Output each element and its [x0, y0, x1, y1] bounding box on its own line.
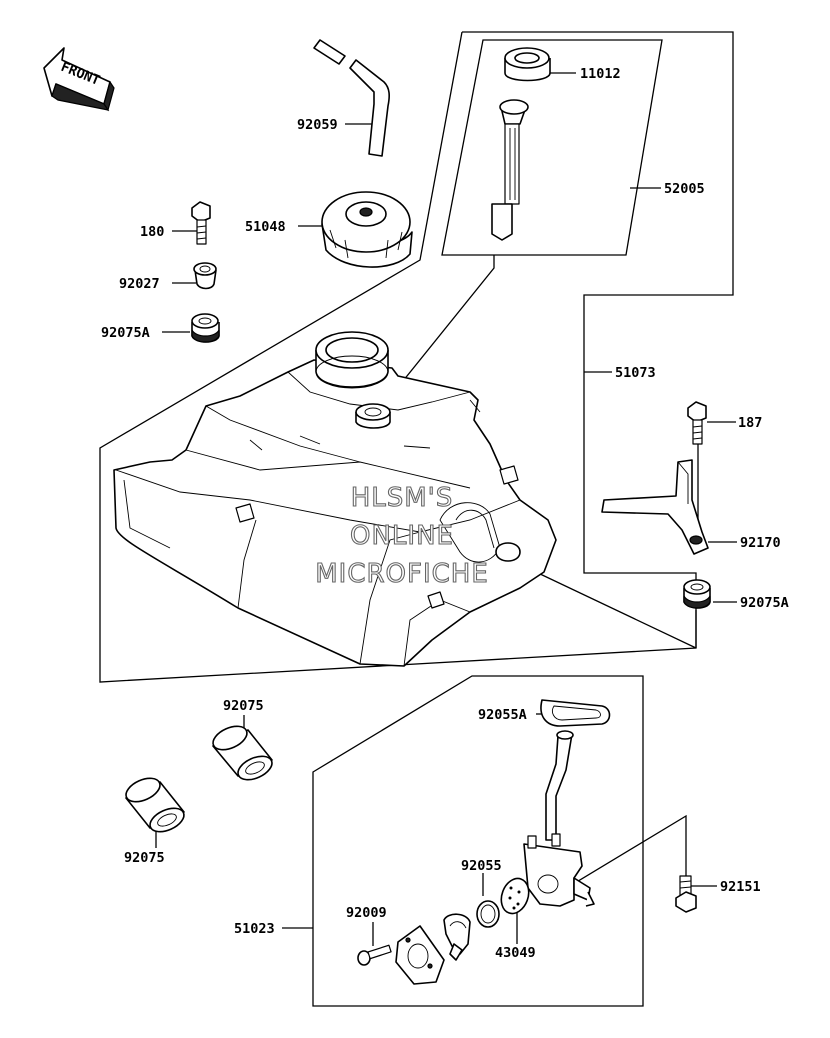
fuel-cock-assembly-outline: [312, 675, 644, 1007]
gauge-assembly-outline: [441, 39, 663, 256]
label-92055a: 92055A: [478, 707, 527, 723]
label-92027: 92027: [119, 276, 160, 292]
label-51023: 51023: [234, 921, 275, 937]
label-43049: 43049: [495, 945, 536, 961]
fuel-cock-51023-part: [523, 730, 595, 907]
bracket-92170-part: [601, 459, 709, 555]
watermark-line-2: ONLINE: [350, 521, 454, 551]
damper-92075-bottom-part: [125, 777, 185, 833]
tank-assembly-outline: [99, 31, 734, 683]
bolt-180-part: [191, 201, 211, 245]
gasket-92055a-part: [540, 699, 611, 727]
cock-lever-part: [443, 913, 471, 961]
part-labels: 11012 52005 92059 180 51048 92027 92075A…: [101, 66, 789, 961]
label-92151: 92151: [720, 879, 761, 895]
label-92075a-right: 92075A: [740, 595, 789, 611]
watermark: HLSM'S ONLINE MICROFICHE: [315, 482, 489, 589]
fuel-tank-part: [113, 331, 557, 667]
front-arrow-icon: FRONT: [43, 47, 115, 112]
o-ring-92055-part: [476, 900, 500, 928]
screw-92009-part: [357, 944, 392, 966]
damper-92075a-left-part: [191, 313, 220, 343]
label-92075-top: 92075: [223, 698, 264, 714]
label-92009: 92009: [346, 905, 387, 921]
label-187: 187: [738, 415, 762, 431]
breather-hose-92059-part: [313, 39, 390, 157]
damper-92075-top-part: [212, 725, 273, 781]
label-92055: 92055: [461, 858, 502, 874]
label-92059: 92059: [297, 117, 338, 133]
fuel-gauge-52005-part: [491, 99, 529, 241]
label-180: 180: [140, 224, 164, 240]
bolt-92151-part: [675, 875, 697, 913]
fuel-cap-51048-part: [321, 191, 413, 268]
gasket-43049-part: [500, 877, 530, 915]
label-51048: 51048: [245, 219, 286, 235]
collar-92027-part: [193, 262, 217, 290]
label-51073: 51073: [615, 365, 656, 381]
label-52005: 52005: [664, 181, 705, 197]
bolt-187-part: [687, 401, 707, 445]
label-92075-bottom: 92075: [124, 850, 165, 866]
cover-plate-part: [395, 925, 445, 985]
label-92170: 92170: [740, 535, 781, 551]
watermark-line-3: MICROFICHE: [315, 559, 489, 589]
watermark-line-1: HLSM'S: [351, 483, 454, 513]
damper-92075a-right-part: [683, 579, 711, 609]
label-11012: 11012: [580, 66, 621, 82]
label-92075a-left: 92075A: [101, 325, 150, 341]
grommet-11012-part: [504, 47, 551, 82]
